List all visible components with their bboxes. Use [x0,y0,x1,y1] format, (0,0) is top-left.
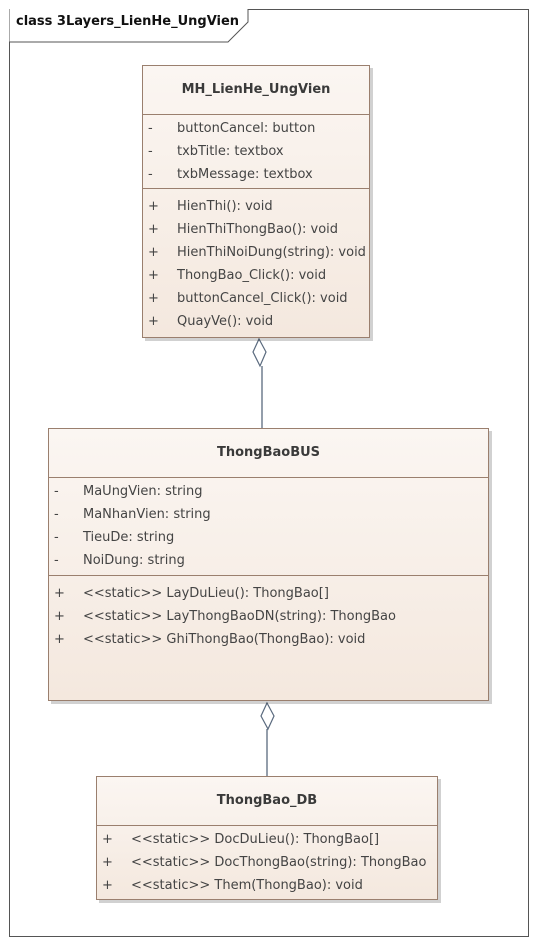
attribute-row: -buttonCancel: button [148,121,316,136]
attribute-row: -TieuDe: string [54,530,175,545]
operation-row: +HienThiThongBao(): void [148,222,339,237]
class-mh-lienhe-ungvien[interactable]: MH_LienHe_UngVien -buttonCancel: button … [142,65,370,338]
attribute-row: -txbMessage: textbox [148,167,313,182]
attribute-row: -NoiDung: string [54,553,185,568]
operation-row: +<<static>> DocThongBao(string): ThongBa… [102,855,427,870]
operation-row: +<<static>> Them(ThongBao): void [102,878,363,893]
class-thongbaobus[interactable]: ThongBaoBUS -MaUngVien: string -MaNhanVi… [48,428,489,701]
operations-compartment: +<<static>> DocDuLieu(): ThongBao[] +<<s… [97,825,437,897]
attribute-row: -MaNhanVien: string [54,507,211,522]
aggregation-link-mh-bus[interactable] [252,337,267,428]
frame-title-tab [9,9,249,43]
operation-row: +<<static>> LayThongBaoDN(string): Thong… [54,609,396,624]
class-thongbao-db[interactable]: ThongBao_DB +<<static>> DocDuLieu(): Tho… [96,776,438,900]
class-name: ThongBaoBUS [216,445,321,460]
aggregation-diamond [260,701,275,731]
class-name: ThongBao_DB [216,793,318,808]
attributes-compartment: -buttonCancel: button -txbTitle: textbox… [143,114,369,188]
frame-title: class 3Layers_LienHe_UngVien [16,14,240,29]
aggregation-link-bus-db[interactable] [260,701,275,776]
operation-row: +<<static>> DocDuLieu(): ThongBao[] [102,832,380,847]
diagram-frame [9,9,529,937]
operation-row: +QuayVe(): void [148,314,274,329]
operation-row: +HienThi(): void [148,199,273,214]
operation-row: +buttonCancel_Click(): void [148,291,348,306]
attributes-compartment: -MaUngVien: string -MaNhanVien: string -… [49,477,488,575]
operations-compartment: +HienThi(): void +HienThiThongBao(): voi… [143,188,369,333]
attribute-row: -txbTitle: textbox [148,144,284,159]
operation-row: +<<static>> GhiThongBao(ThongBao): void [54,632,366,647]
class-name: MH_LienHe_UngVien [181,82,331,97]
operation-row: +HienThiNoiDung(string): void [148,245,366,260]
aggregation-diamond [252,337,267,368]
operations-compartment: +<<static>> LayDuLieu(): ThongBao[] +<<s… [49,575,488,651]
operation-row: +ThongBao_Click(): void [148,268,327,283]
operation-row: +<<static>> LayDuLieu(): ThongBao[] [54,586,329,601]
attribute-row: -MaUngVien: string [54,484,203,499]
